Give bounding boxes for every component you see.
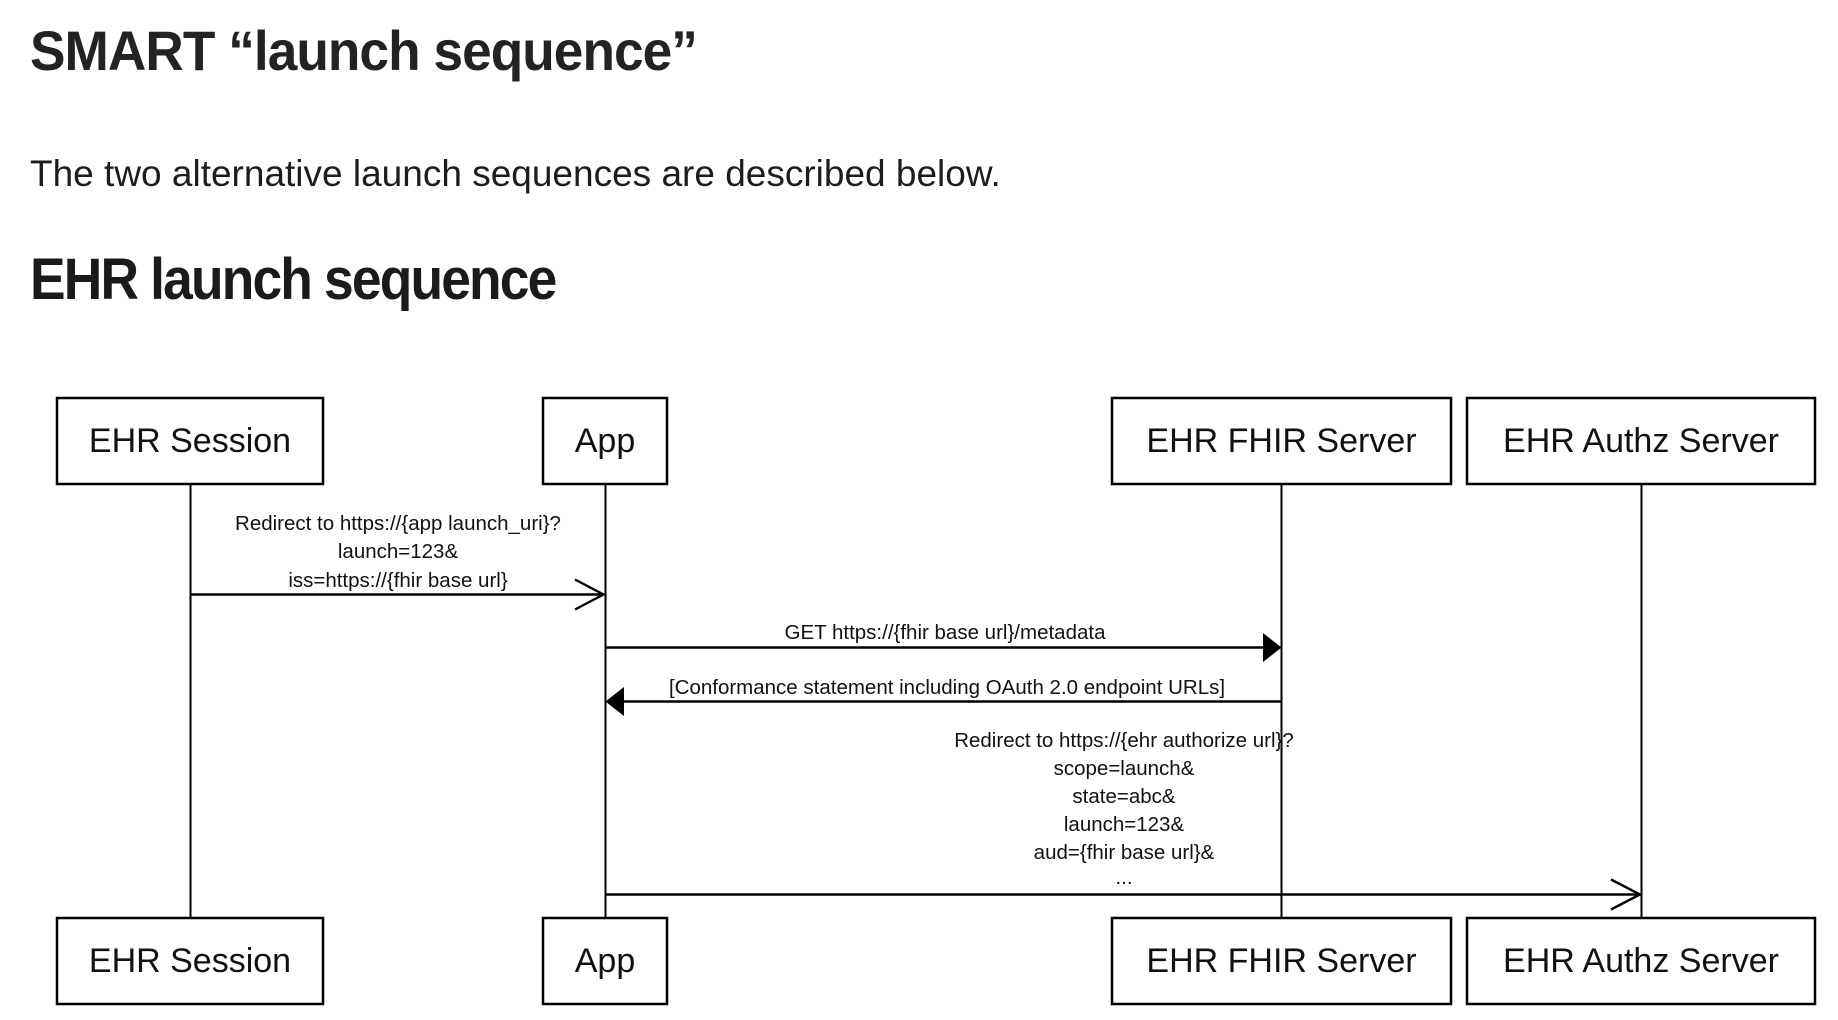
actor-label: EHR FHIR Server bbox=[1146, 422, 1416, 460]
message-text-line: GET https://{fhir base url}/metadata bbox=[785, 621, 1107, 644]
actor-label: EHR Session bbox=[89, 942, 291, 980]
actor-label: EHR Authz Server bbox=[1503, 422, 1779, 460]
actor-box bbox=[541, 396, 669, 486]
actor-label: App bbox=[575, 422, 636, 460]
section-heading: EHR launch sequence bbox=[30, 247, 557, 312]
open-arrowhead-icon bbox=[574, 578, 607, 611]
filled-arrowhead-icon bbox=[1263, 633, 1282, 662]
message-text-line: launch=123& bbox=[338, 540, 459, 563]
actor-box bbox=[55, 916, 325, 1006]
actor-bottom-app: App bbox=[541, 916, 669, 1006]
message-text-line: ... bbox=[1115, 866, 1132, 889]
message-text-line: scope=launch& bbox=[1054, 757, 1195, 780]
message-text-line: Redirect to https://{ehr authorize url}? bbox=[954, 729, 1294, 752]
message-text-line: Redirect to https://{app launch_uri}? bbox=[235, 512, 561, 535]
actor-bottom-ehr-authz-server: EHR Authz Server bbox=[1465, 916, 1817, 1006]
actor-bottom-ehr-session: EHR Session bbox=[55, 916, 325, 1006]
message-text-line: launch=123& bbox=[1064, 813, 1185, 836]
message-text-line: state=abc& bbox=[1072, 785, 1175, 808]
actor-top-ehr-authz-server: EHR Authz Server bbox=[1465, 396, 1817, 486]
actor-label: EHR FHIR Server bbox=[1146, 942, 1416, 980]
actor-box bbox=[55, 396, 325, 486]
message-text-line: [Conformance statement including OAuth 2… bbox=[669, 676, 1225, 699]
actor-box bbox=[1465, 396, 1817, 486]
actor-top-app: App bbox=[541, 396, 669, 486]
actor-label: App bbox=[575, 942, 636, 980]
message-conformance-statement: [Conformance statement including OAuth 2… bbox=[605, 676, 1282, 716]
actor-label: EHR Authz Server bbox=[1503, 942, 1779, 980]
filled-arrowhead-icon bbox=[605, 687, 624, 716]
open-arrowhead-icon bbox=[1610, 878, 1643, 911]
actor-box bbox=[541, 916, 669, 1006]
message-text-line: iss=https://{fhir base url} bbox=[288, 569, 508, 592]
intro-text: The two alternative launch sequences are… bbox=[30, 153, 1001, 194]
actor-box bbox=[1465, 916, 1817, 1006]
message-redirect-to-authorize: Redirect to https://{ehr authorize url}?… bbox=[605, 729, 1643, 911]
actor-top-ehr-session: EHR Session bbox=[55, 396, 325, 486]
message-get-metadata: GET https://{fhir base url}/metadata bbox=[605, 621, 1282, 662]
page-title: SMART “launch sequence” bbox=[30, 19, 698, 82]
actor-box bbox=[1110, 916, 1453, 1006]
actor-label: EHR Session bbox=[89, 422, 291, 460]
actor-top-ehr-fhir-server: EHR FHIR Server bbox=[1110, 396, 1453, 486]
message-redirect-to-app: Redirect to https://{app launch_uri}? la… bbox=[190, 512, 607, 611]
actor-bottom-ehr-fhir-server: EHR FHIR Server bbox=[1110, 916, 1453, 1006]
actor-box bbox=[1110, 396, 1453, 486]
message-text-line: aud={fhir base url}& bbox=[1034, 841, 1215, 864]
